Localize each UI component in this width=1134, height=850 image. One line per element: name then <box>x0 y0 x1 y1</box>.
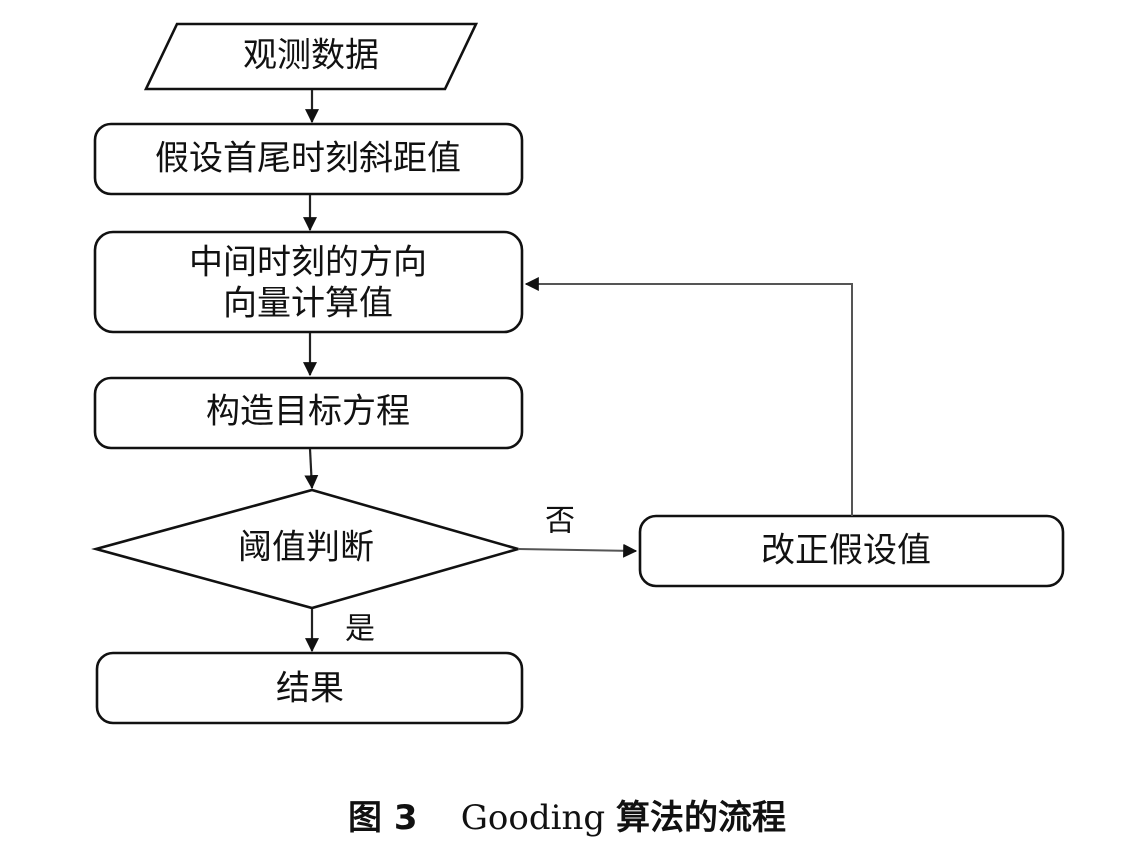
caption-figure-label: 图 3 <box>348 798 418 838</box>
node-correct: 改正假设值 <box>638 514 1065 588</box>
edge-correct-direction <box>524 277 853 516</box>
node-input-label: 观测数据 <box>243 36 379 76</box>
edge-judge-correct <box>517 543 638 558</box>
flowchart: 观测数据 假设首尾时刻斜距值 中间时刻的方向 向量计算值 构造目标方程 阈值判断… <box>91 22 1065 725</box>
node-construct: 构造目标方程 <box>93 376 524 450</box>
caption-title-latin: Gooding <box>460 798 606 838</box>
node-direction-label-line1: 中间时刻的方向 <box>189 243 427 283</box>
caption-gap <box>418 798 461 838</box>
node-judge-label: 阈值判断 <box>238 528 374 568</box>
node-correct-label: 改正假设值 <box>761 531 931 571</box>
caption-space <box>605 798 616 838</box>
edge-construct-judge <box>304 448 319 490</box>
node-direction-label-line2: 向量计算值 <box>223 284 393 324</box>
node-construct-label: 构造目标方程 <box>206 392 410 432</box>
node-direction: 中间时刻的方向 向量计算值 <box>93 230 524 334</box>
node-result: 结果 <box>95 651 524 725</box>
node-input: 观测数据 <box>143 22 479 91</box>
figure-caption: 图 3 Gooding 算法的流程 <box>0 790 1134 839</box>
edge-label-yes: 是 <box>345 612 375 647</box>
node-assume-label: 假设首尾时刻斜距值 <box>155 139 461 179</box>
caption-title-cjk: 算法的流程 <box>615 798 786 838</box>
node-judge: 阈值判断 <box>91 488 523 610</box>
node-assume: 假设首尾时刻斜距值 <box>93 122 524 196</box>
edge-label-no: 否 <box>545 504 575 539</box>
node-result-label: 结果 <box>276 669 344 709</box>
